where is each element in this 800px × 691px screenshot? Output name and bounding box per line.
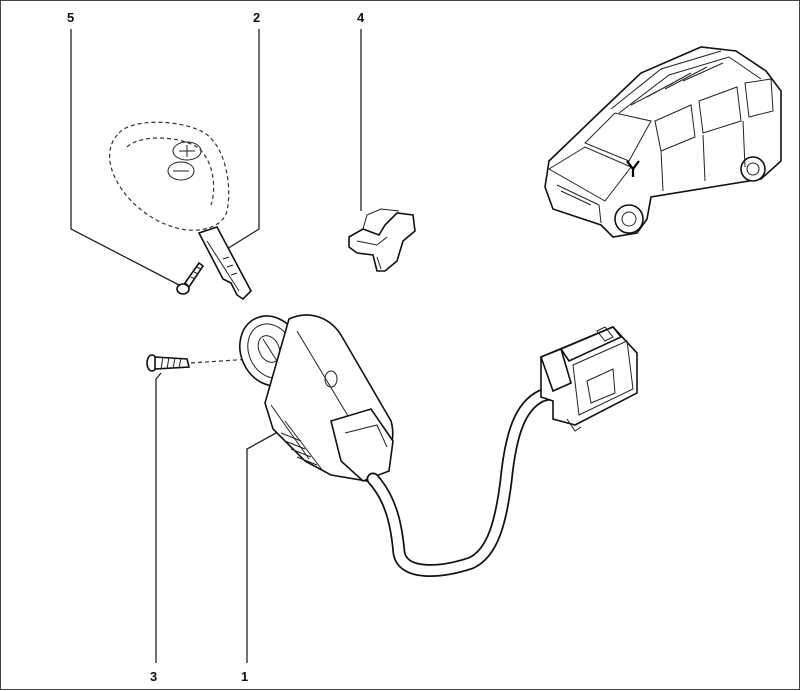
callout-5: 5: [67, 10, 74, 25]
leader-3: [155, 372, 162, 663]
car-illustration: [544, 46, 782, 238]
callout-4: 4: [357, 10, 365, 25]
clip: [348, 208, 416, 272]
callout-1: 1: [241, 669, 248, 684]
cable: [366, 386, 560, 577]
key-fob: [109, 121, 230, 231]
callout-3: 3: [150, 669, 157, 684]
leader-2: [226, 29, 260, 250]
callout-2: 2: [253, 10, 260, 25]
connector: [539, 326, 638, 432]
leader-1: [246, 432, 277, 663]
small-screw: [176, 261, 205, 295]
ignition-lock: [239, 314, 394, 482]
leader-5: [70, 29, 180, 286]
long-screw: [146, 354, 252, 372]
key-blade: [197, 226, 252, 301]
